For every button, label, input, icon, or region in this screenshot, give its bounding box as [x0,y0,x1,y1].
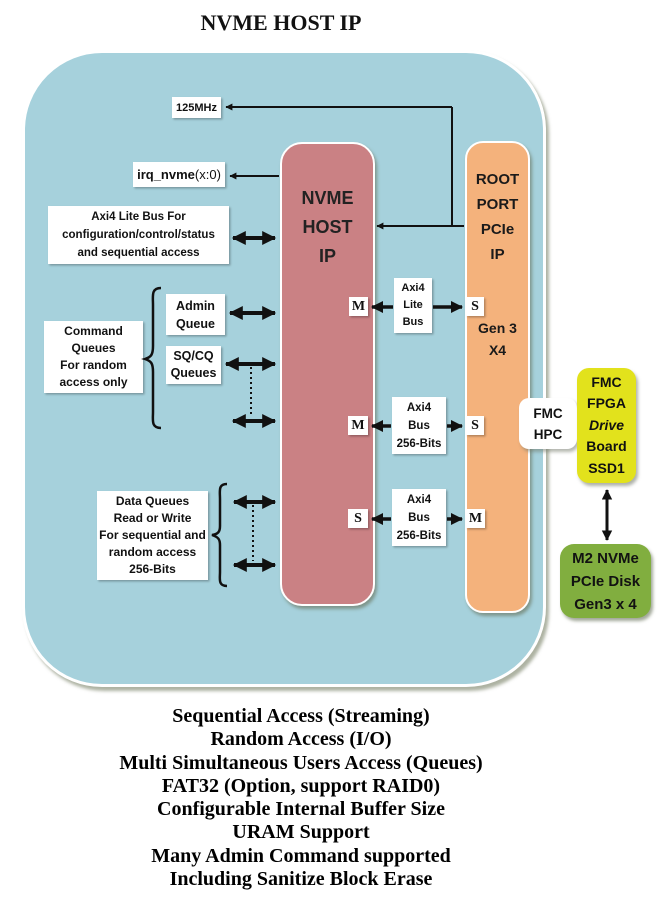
data-queues-label-box: Data Queues Read or Write For sequential… [97,491,208,580]
feature-item: URAM Support [232,821,370,844]
irq-label-box: irq_nvme(x:0) [133,162,225,187]
master-port-3: M [466,509,485,528]
axi4-bus-256-box-2: Axi4 Bus 256-Bits [392,489,446,546]
nvme-host-ip-block: NVME HOST IP [280,142,375,606]
fmc-fpga-drive-board-block: FMC FPGA Drive Board SSD1 [577,368,636,483]
axi4-bus-256-box-1: Axi4 Bus 256-Bits [392,397,446,454]
clock-label-box: 125MHz [172,97,221,118]
fmc-board-line4: Board [586,438,627,455]
page-title: NVME HOST IP [200,10,362,35]
slave-port-2: S [466,416,484,435]
master-port-2: M [348,416,368,435]
feature-item: Many Admin Command supported [151,844,451,867]
m2-nvme-disk-block: M2 NVMe PCIe Disk Gen3 x 4 [560,544,651,618]
fmc-board-line1: FMC [591,373,622,390]
axi4-lite-bus-box: Axi4 Lite Bus [394,278,432,333]
config-bus-label-box: Axi4 Lite Bus For configuration/control/… [48,206,229,264]
fmc-board-line3: Drive [588,416,625,433]
feature-item: FAT32 (Option, support RAID0) [161,774,441,797]
sqcq-queues-box: SQ/CQ Queues [166,346,221,384]
admin-queue-box: Admin Queue [166,294,225,335]
feature-item: Configurable Internal Buffer Size [157,798,445,821]
slave-port-3: S [348,509,368,528]
master-port-1: M [349,297,368,316]
feature-item: Sequential Access (Streaming) [172,705,430,727]
gen3-x4-label: Gen 3 X4 [478,320,517,358]
nvme-host-ip-label: NVME HOST IP [301,188,354,266]
root-port-label: ROOT PORT PCIe IP [475,171,520,263]
fmc-hpc-connector-box: FMC HPC [519,398,577,449]
feature-item: Including Sanitize Block Erase [169,868,433,891]
root-port-pcie-block: ROOT PORT PCIe IP [465,141,530,613]
slave-port-1: S [466,297,484,316]
feature-list: Sequential Access (Streaming) Random Acc… [0,705,602,891]
fmc-board-line5: SSD1 [588,459,625,476]
irq-label: irq_nvme [137,167,195,182]
fmc-board-line2: FPGA [587,395,626,412]
feature-item: Multi Simultaneous Users Access (Queues) [119,751,483,774]
command-queues-label-box: Command Queues For random access only [44,321,143,393]
feature-item: Random Access (I/O) [210,728,392,751]
irq-label-suffix: (x:0) [194,167,221,182]
